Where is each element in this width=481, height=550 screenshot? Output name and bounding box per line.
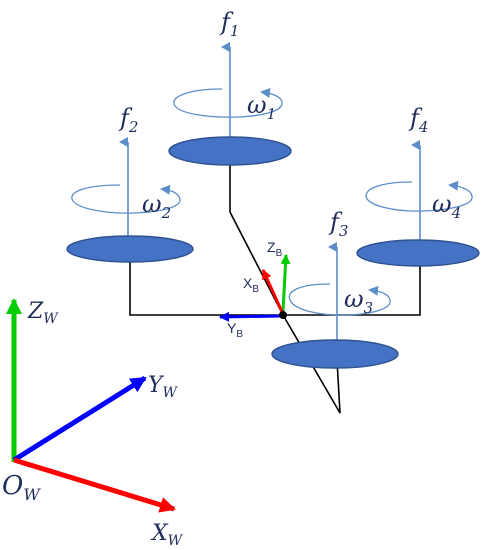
rotor-disk-1: [168, 136, 292, 166]
spin-arrow-w1: [173, 88, 283, 118]
body-frame-axes: ZB XB YB: [219, 239, 291, 340]
rotor-3: f3 ω3: [271, 208, 399, 369]
label-f3: f3: [328, 208, 348, 240]
label-f1: f1: [219, 8, 239, 40]
body-axis-y: [219, 311, 282, 322]
label-w1: ω1: [247, 91, 276, 123]
rotor-1: f1 ω1: [168, 8, 292, 166]
world-axis-y: [12, 375, 147, 463]
label-xb: XB: [243, 275, 259, 295]
rotor-disk-2: [66, 235, 194, 263]
world-axis-x: [13, 457, 176, 513]
rotor-disk-3: [271, 339, 399, 369]
body-axis-x: [261, 269, 285, 315]
rotor-4: f4 ω4: [356, 104, 480, 267]
label-zw: ZW: [27, 299, 59, 327]
label-f2: f2: [118, 104, 138, 136]
body-origin: [279, 311, 287, 319]
body-axis-z: [280, 254, 291, 313]
spin-arrow-w4: [365, 180, 473, 212]
rotor-2: f2 ω2: [66, 104, 194, 263]
spin-arrow-w3: [288, 283, 391, 316]
label-yb: YB: [227, 320, 243, 340]
label-f4: f4: [408, 104, 428, 136]
world-frame-axes: ZW YW XW OW: [2, 298, 184, 549]
label-ow: OW: [2, 471, 41, 504]
arm-rotor2: [129, 262, 283, 316]
rotor-disk-4: [356, 239, 480, 267]
label-w3: ω3: [344, 285, 373, 317]
label-xw: XW: [150, 521, 184, 549]
frame: [129, 165, 421, 414]
label-w2: ω2: [142, 190, 171, 222]
arm-rotor1: [229, 165, 284, 316]
label-w4: ω4: [432, 190, 461, 222]
label-zb: ZB: [267, 239, 283, 259]
spin-arrow-w2: [71, 184, 181, 214]
label-yw: YW: [148, 373, 179, 401]
